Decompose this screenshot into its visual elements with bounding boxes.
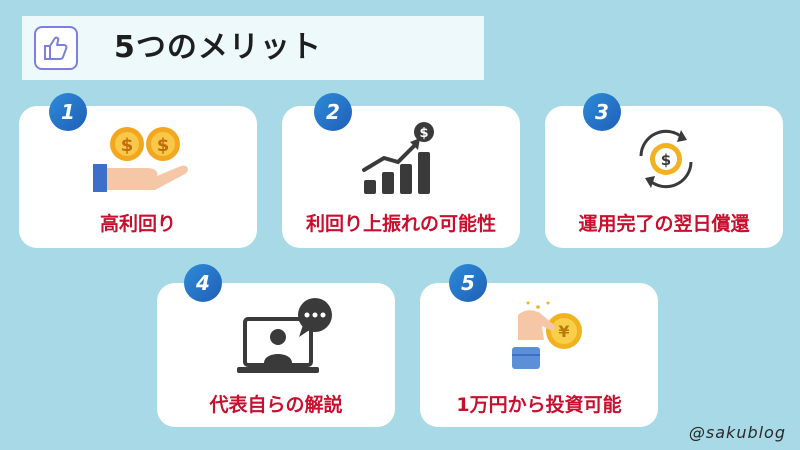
card-label: 1万円から投資可能	[456, 394, 622, 416]
svg-text:$: $	[419, 126, 428, 141]
svg-text:$: $	[661, 151, 671, 169]
coins-on-hand-icon: $ $	[91, 122, 191, 200]
thumbs-up-icon	[34, 26, 78, 70]
card-label: 高利回り	[99, 213, 176, 235]
number-badge: 1	[49, 93, 87, 131]
money-cycle-icon: $	[631, 120, 701, 202]
laptop-speaker-icon	[237, 297, 337, 383]
card-3: $ 運用完了の翌日償還	[545, 106, 783, 248]
watermark: @sakublog	[688, 423, 786, 442]
card-label: 代表自らの解説	[209, 394, 343, 416]
number-badge: 4	[184, 264, 222, 302]
number-badge: 5	[449, 264, 487, 302]
card-5: ¥ 1万円から投資可能	[420, 283, 658, 427]
page-title: 5つのメリット	[114, 30, 322, 65]
card-2: $ 利回り上振れの可能性	[282, 106, 520, 248]
number-badge: 2	[314, 93, 352, 131]
card-1: $ $ 高利回り	[19, 106, 257, 248]
number-badge: 3	[583, 93, 621, 131]
svg-text:¥: ¥	[558, 322, 569, 341]
card-4: 代表自らの解説	[157, 283, 395, 427]
svg-text:$: $	[121, 135, 134, 156]
growth-bars-icon: $	[360, 120, 444, 202]
card-label: 運用完了の翌日償還	[578, 213, 750, 235]
card-label: 利回り上振れの可能性	[305, 213, 496, 235]
svg-text:$: $	[157, 135, 170, 156]
yen-coin-hand-icon: ¥	[498, 295, 588, 379]
title-bar: 5つのメリット	[22, 16, 484, 80]
